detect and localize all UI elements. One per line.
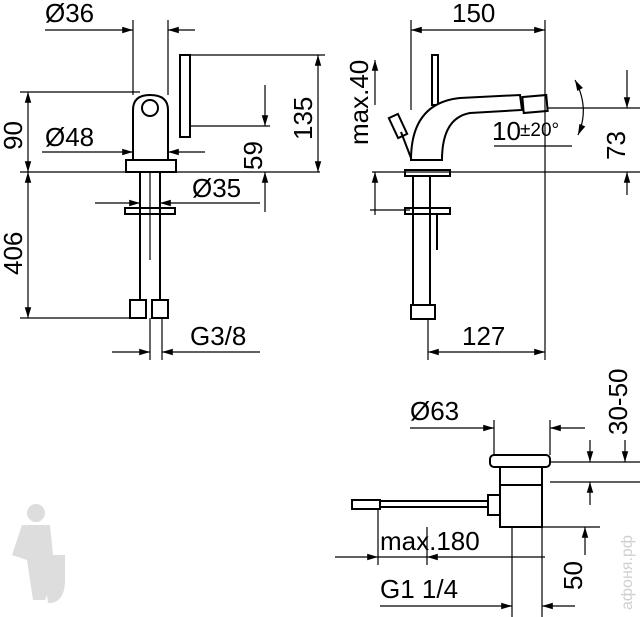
dim-drain-height: 50 xyxy=(558,561,588,590)
hose-nut-left xyxy=(129,299,147,319)
drain-connector xyxy=(487,494,501,516)
drain-view: Ø63 30-50 50 max.180 G1 1/4 xyxy=(335,369,640,617)
side-lever xyxy=(431,54,439,106)
lever-handle xyxy=(179,54,191,138)
side-view: 150 max.40 73 10 ±20° 127 xyxy=(344,0,640,360)
dim-thread: G3/8 xyxy=(190,321,246,351)
dim-top-diameter: Ø36 xyxy=(45,0,94,28)
side-base xyxy=(404,169,451,177)
dim-range: 30-50 xyxy=(603,369,633,436)
plumber-logo xyxy=(12,504,65,603)
dim-rod-length: max.180 xyxy=(380,526,480,556)
dim-hose-length: 406 xyxy=(0,232,28,275)
rod-end xyxy=(351,499,381,510)
dim-angle-tolerance: ±20° xyxy=(520,120,559,141)
watermark: афоня.рф xyxy=(619,535,636,610)
side-mount-plate xyxy=(404,207,451,215)
dim-total-height: 135 xyxy=(288,97,318,140)
spout-body xyxy=(409,93,524,161)
dim-top-length: 150 xyxy=(452,0,495,28)
dim-max-height: max.40 xyxy=(344,60,374,145)
dim-height-upper: 90 xyxy=(0,121,28,150)
dim-angle: 10 xyxy=(492,116,521,146)
hose-nut-right xyxy=(151,299,169,319)
dim-reach: 127 xyxy=(462,321,505,351)
dim-plug-diameter: Ø63 xyxy=(410,396,459,426)
drain-body xyxy=(499,466,543,528)
front-view: Ø36 90 Ø48 135 59 Ø35 406 G3/8 xyxy=(0,0,325,360)
faucet-body xyxy=(132,93,169,161)
dim-base-diameter: Ø35 xyxy=(192,173,241,203)
base-plate xyxy=(125,159,177,173)
lever-pivot xyxy=(141,99,159,117)
side-hose-nut xyxy=(410,304,436,320)
dim-drain-thread: G1 1/4 xyxy=(380,574,458,604)
drain-plug xyxy=(489,454,551,468)
dim-spout-height: 73 xyxy=(601,131,631,160)
spout-nozzle xyxy=(521,93,549,115)
dim-body-diameter: Ø48 xyxy=(45,122,94,152)
dim-lever-height: 59 xyxy=(238,141,268,170)
popup-knob xyxy=(387,112,409,140)
